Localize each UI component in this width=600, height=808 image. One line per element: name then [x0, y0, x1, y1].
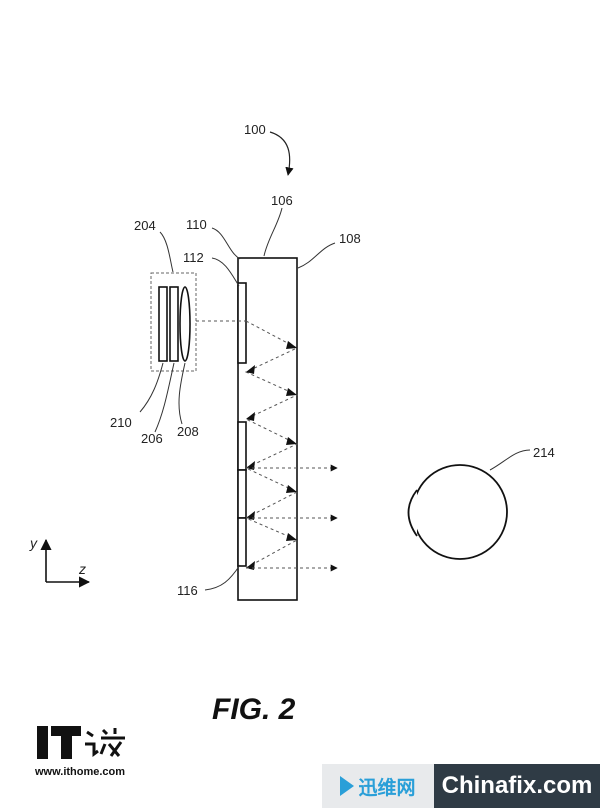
waveguide-106 [237, 257, 298, 601]
chinafix-watermark: 迅维网 Chinafix.com [322, 764, 600, 808]
grating-segment-1 [237, 421, 247, 471]
coupler-112 [237, 282, 247, 364]
grating-segment-2 [237, 469, 247, 519]
eye-cornea [407, 489, 418, 537]
label-110: 110 [186, 217, 207, 232]
leader-108 [297, 242, 336, 269]
chinafix-en-panel: Chinafix.com [434, 764, 600, 808]
chevron-right-icon [340, 776, 355, 796]
label-206: 206 [141, 431, 163, 446]
label-106: 106 [271, 193, 293, 208]
label-204: 204 [134, 218, 156, 233]
label-208: 208 [177, 424, 199, 439]
z-axis-label: z [78, 561, 86, 577]
eye-214 [412, 464, 508, 560]
leader-210 [139, 362, 164, 413]
chinafix-cn-panel: 迅维网 [322, 764, 434, 808]
label-116: 116 [177, 583, 198, 598]
leader-106 [263, 207, 283, 257]
y-axis-label: y [29, 535, 38, 551]
lens-208 [179, 286, 191, 362]
projector-box-204 [150, 272, 197, 372]
chinafix-en-text: Chinafix.com [441, 772, 593, 799]
leader-116 [204, 564, 241, 591]
arrow-100 [269, 131, 294, 176]
leader-214 [489, 449, 531, 471]
leader-208 [178, 362, 186, 425]
leader-112 [211, 257, 240, 287]
grating-segment-3 [237, 517, 247, 567]
ithome-logo [37, 726, 125, 759]
component-206 [169, 286, 179, 362]
label-112: 112 [183, 250, 204, 265]
leader-206 [154, 362, 175, 433]
label-108: 108 [339, 231, 361, 246]
leader-204 [159, 231, 174, 273]
leader-110 [211, 227, 241, 260]
label-100: 100 [244, 122, 266, 137]
chinafix-cn-text: 迅维网 [358, 776, 416, 799]
component-210 [158, 286, 168, 362]
label-210: 210 [110, 415, 132, 430]
figure-caption: FIG. 2 [212, 693, 296, 726]
ithome-url: www.ithome.com [35, 766, 126, 778]
label-214: 214 [533, 445, 555, 460]
